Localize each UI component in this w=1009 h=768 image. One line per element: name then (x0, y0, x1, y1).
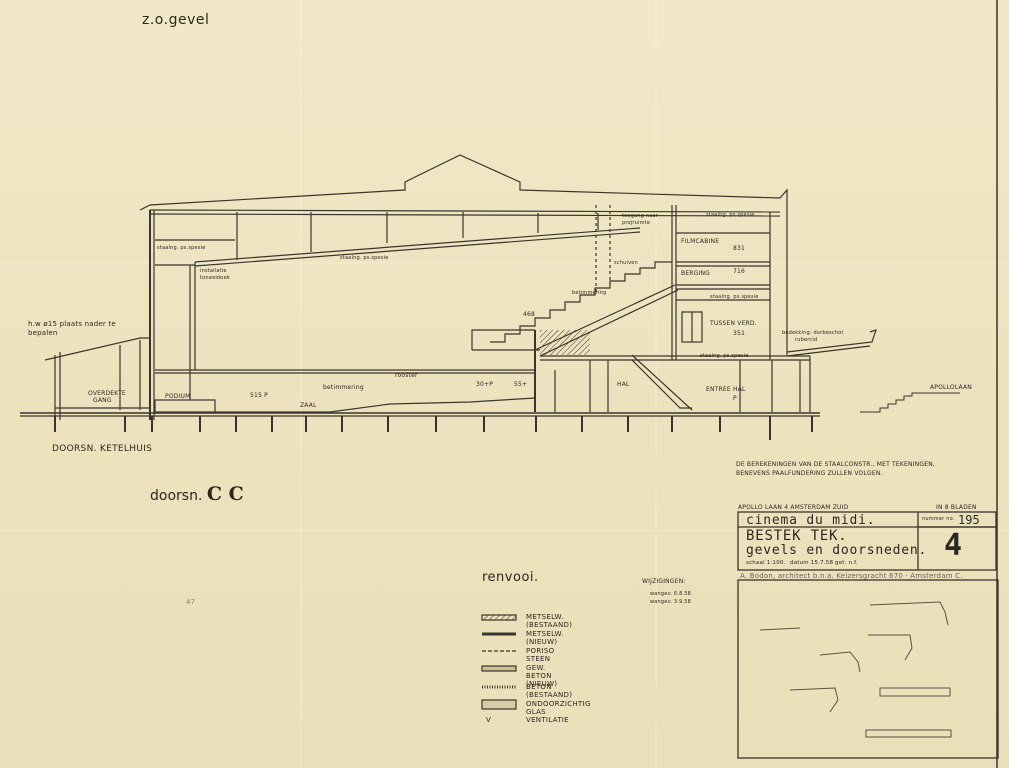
section-title-text: doorsn. (150, 488, 203, 504)
boiler-label: DOORSN. KETELHUIS (52, 444, 153, 454)
label-projectieruimte: projruimte (622, 220, 651, 226)
note-line-2: BENEVENS PAALFUNDERING ZULLEN VOLGEN. (736, 470, 883, 477)
legend-label: GEW. BETON (NIEUW) (526, 664, 558, 688)
level-468: 468 (523, 311, 536, 318)
label-stalen5: staalng. ps.spesie (700, 353, 749, 359)
tb-title: BESTEK TEK. (746, 528, 848, 544)
label-berging: BERGING (681, 270, 711, 277)
label-installatie: installatie (200, 268, 227, 274)
tb-number-label: nummer no. (922, 516, 955, 522)
wijziging-2: wangev. 3.9.58 (650, 599, 692, 605)
tb-address: APOLLO LAAN 4 AMSTERDAM ZUID (738, 504, 849, 511)
section-letters: C C (206, 483, 244, 505)
label-betimmering2: betimmering (572, 290, 607, 296)
tb-number: 195 (958, 513, 980, 527)
label-bedekking1: bedekking: dorbeschot (782, 330, 844, 336)
label-stalen1: staalng. ps.spesie (706, 212, 755, 218)
label-gang: GANG (93, 397, 112, 404)
label-entree: ENTREE HAL (706, 386, 746, 393)
label-zaal: ZAAL (300, 402, 317, 409)
label-filmcabine: FILMCABINE (681, 238, 720, 245)
label-hw2: bepalen (28, 329, 58, 337)
label-betimmering: betimmering (323, 384, 364, 391)
level-351: 351 (733, 330, 746, 337)
label-tussen: TUSSEN VERD. (710, 320, 757, 327)
label-stalen3: staalng. ps.spesie (340, 255, 389, 261)
level-515: 515 P (250, 392, 268, 399)
level-831: 831 (733, 245, 746, 252)
note-line-1: DE BEREKENINGEN VAN DE STAALCONSTR., MET… (736, 461, 936, 468)
fold-line (0, 262, 1009, 264)
tb-sheet-no: 4 (944, 528, 963, 563)
legend-label: PORISO STEEN (526, 647, 555, 663)
tb-subtitle: gevels en doorsneden. (746, 543, 928, 558)
wijziging-1: wangev. 6.8.58 (650, 591, 692, 597)
label-p: P (733, 395, 737, 402)
label-podium: PODIUM (165, 393, 191, 400)
tb-drawn: get. n.f. (835, 560, 858, 566)
legend-label: METSELW. (BESTAAND) (526, 613, 573, 629)
level-716: 716 (733, 268, 746, 275)
label-stalen4: staalng. ps.spesie (710, 294, 759, 300)
legend-label: VENTILATIE (526, 716, 569, 724)
level-30: 30+P (476, 381, 494, 388)
tb-architect: A. Bodon, architect b.n.a. Keizersgracht… (740, 572, 963, 580)
tb-date: datum 15.7.58 (790, 560, 834, 566)
legend-label: ONDOORZICHTIG GLAS (526, 700, 591, 716)
section-title: doorsn. C C (150, 483, 244, 505)
label-hw: h.w ø15 plaats nader te (28, 320, 116, 328)
fold-line (0, 530, 1009, 532)
label-apollolaan: APOLLOLAAN (930, 384, 972, 391)
ventilation-symbol: V (486, 716, 491, 724)
label-toegang: toegang naar (622, 213, 659, 219)
label-rooster: rooster (395, 372, 418, 379)
tb-project: cinema du midi. (746, 513, 876, 528)
level-55: 55+ (514, 381, 528, 388)
label-hal: HAL (617, 381, 630, 388)
fold-line (300, 0, 302, 768)
label-overdekte: OVERDEKTE (88, 390, 126, 397)
wijzigingen-title: WIJZIGINGEN: (642, 578, 686, 585)
label-stalen2: staalng. ps.spesie (157, 245, 206, 251)
label-bedekking2: rubercid (795, 337, 818, 343)
label-toneeldoek: toneeldoek (200, 275, 230, 281)
pencil-note: 47 (186, 598, 196, 606)
legend-label: BETON (BESTAAND) (526, 683, 573, 699)
elevation-title: z.o.gevel (142, 12, 210, 28)
tb-sheets: IN 8 BLADEN (936, 504, 977, 511)
renvooi-title: renvooi. (482, 570, 539, 585)
label-schuiven: schuiven (614, 260, 638, 266)
legend-label: METSELW. (NIEUW) (526, 630, 564, 646)
tb-scale: schaal 1:100. (746, 560, 786, 566)
